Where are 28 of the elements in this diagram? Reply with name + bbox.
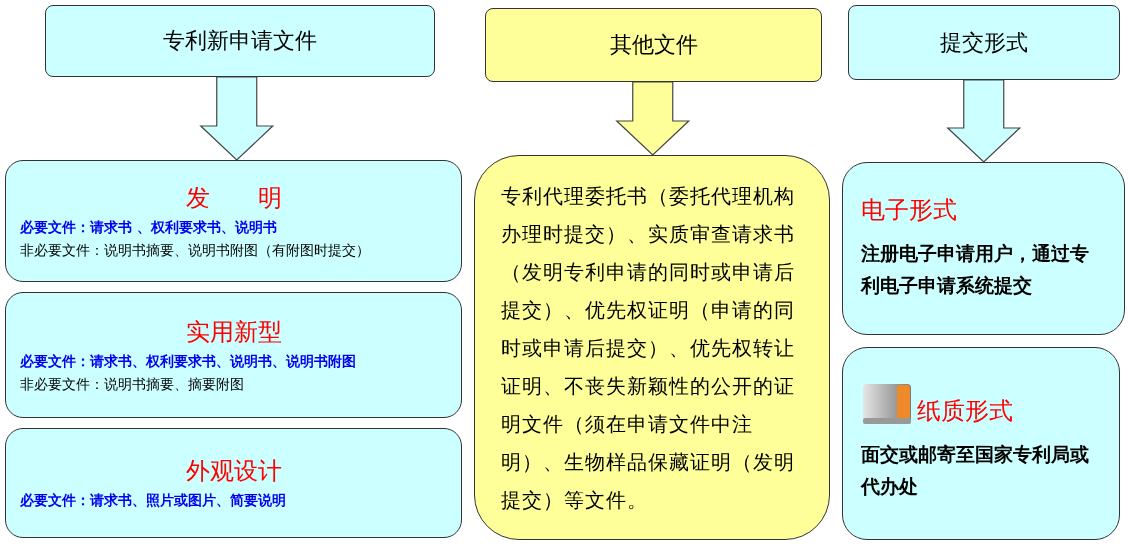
category-title: 发 明 bbox=[184, 182, 283, 213]
header-title: 其他文件 bbox=[609, 31, 698, 59]
form-box bbox=[842, 162, 1125, 335]
header-title: 提交形式 bbox=[940, 28, 1028, 57]
form-title: 纸质形式 bbox=[917, 396, 1013, 426]
optional-files-text: 非必要文件：说明书摘要、说明书附图（有附图时提交） bbox=[20, 242, 371, 260]
header-box bbox=[485, 8, 822, 82]
category-title: 实用新型 bbox=[184, 316, 283, 347]
form-description: 面交或邮寄至国家专利局或代办处 bbox=[861, 442, 1090, 499]
optional-files-text: 非必要文件：说明书摘要、摘要附图 bbox=[20, 376, 245, 394]
category-title: 外观设计 bbox=[184, 456, 283, 487]
form-box bbox=[842, 347, 1120, 540]
block-arrow bbox=[199, 76, 275, 161]
document-list-box bbox=[474, 155, 830, 540]
category-box bbox=[5, 160, 462, 282]
required-files-text: 必要文件：请求书、权利要求书、说明书、说明书附图 bbox=[20, 352, 357, 370]
document-list-text: 专利代理委托书（委托代理机构办理时提交）、实质审查请求书（发明专利申请的同时或申请后提交）、优先权证明（申请的同时或申请后提交）、优先权转让证明、不丧失新颖性的公开的证明文件（须在申请文件中注明）、生物样品保藏证明（发明提交）等文件。 bbox=[501, 182, 796, 514]
block-arrow bbox=[615, 81, 691, 156]
category-box bbox=[5, 428, 462, 538]
header-box bbox=[848, 5, 1120, 80]
category-box bbox=[5, 292, 462, 418]
form-title: 电子形式 bbox=[861, 195, 957, 225]
required-files-text: 必要文件：请求书、照片或图片、简要说明 bbox=[20, 492, 287, 510]
form-description: 注册电子申请用户，通过专利电子申请系统提交 bbox=[861, 241, 1090, 298]
header-box bbox=[45, 5, 435, 77]
header-title: 专利新申请文件 bbox=[163, 27, 317, 55]
block-arrow bbox=[946, 79, 1022, 163]
required-files-text: 必要文件：请求书 、权利要求书、说明书 bbox=[20, 218, 278, 236]
